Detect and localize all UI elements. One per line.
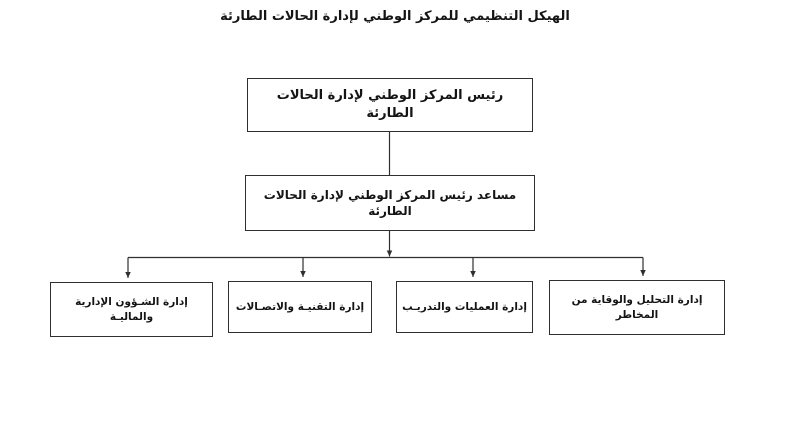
page-title: الهيكل التنظيمي للمركز الوطني لإدارة الح… <box>220 9 570 24</box>
org-box-department-technology-communications: إدارة التقنيـة والاتصـالات <box>228 281 372 333</box>
org-box-department-risk-analysis-prevention: إدارة التحليل والوقاية من المخاطر <box>549 280 725 335</box>
org-box-assistant: مساعد رئيس المركز الوطني لإدارة الحالات … <box>245 175 535 231</box>
org-box-root: رئيس المركز الوطني لإدارة الحالات الطارئ… <box>247 78 533 132</box>
org-box-department-operations-training: إدارة العمليات والتدريـب <box>396 281 533 333</box>
org-box-department-admin-finance: إدارة الشـؤون الإدارية والماليـة <box>50 282 213 337</box>
